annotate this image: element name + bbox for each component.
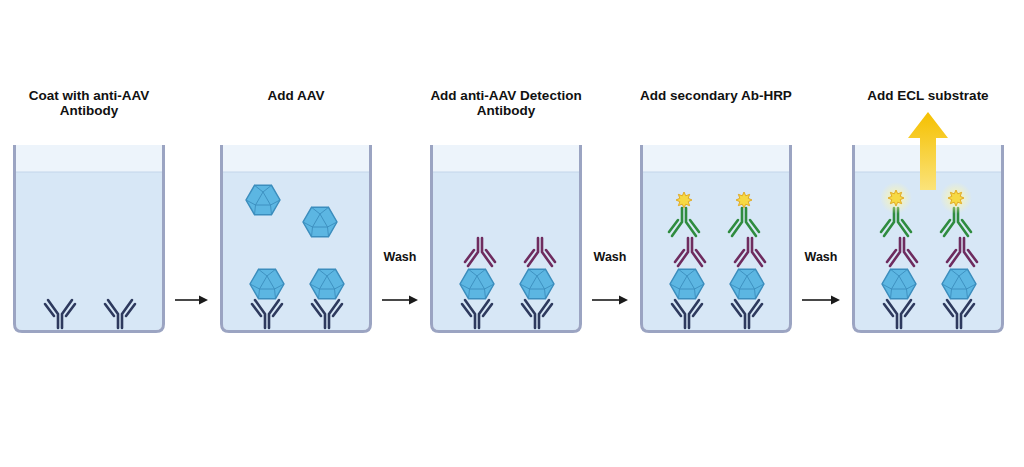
step-arrow: [382, 296, 418, 305]
assay-well: Add ECL substrate: [852, 88, 1004, 335]
arrow-head: [199, 296, 208, 305]
well-headspace: [643, 145, 789, 172]
capture-antibody: [252, 300, 342, 328]
light-glow: [880, 182, 972, 214]
wash-label: Wash: [594, 250, 627, 264]
liquid-surface: [223, 172, 369, 173]
hrp-enzyme: [888, 190, 964, 206]
aav-capsid: [882, 269, 976, 298]
aav-capsid: [670, 269, 764, 298]
step-heading: Add AAV: [208, 88, 384, 103]
capture-antibody: [884, 300, 974, 328]
well-headspace: [433, 145, 579, 172]
assay-well: Add AAV: [220, 88, 372, 335]
liquid-surface: [855, 172, 1001, 173]
well-liquid: [223, 172, 369, 330]
well-outline: [640, 145, 792, 335]
arrow-line: [175, 299, 200, 301]
well-outline: [13, 145, 165, 335]
secondary-antibody: [669, 208, 759, 236]
step-heading: Add ECL substrate: [840, 88, 1016, 103]
hrp-enzyme: [676, 192, 752, 208]
arrow-line: [802, 299, 832, 301]
well-outline: [852, 145, 1004, 335]
well-wall: [222, 145, 371, 332]
assay-well: Add anti-AAV Detection Antibody: [430, 88, 582, 335]
detection-antibody: [675, 238, 765, 266]
detection-antibody: [465, 238, 555, 266]
wash-label: Wash: [805, 250, 838, 264]
liquid-surface: [16, 172, 162, 173]
aav-capsid: [246, 185, 344, 298]
capture-antibody: [672, 300, 762, 328]
well-liquid: [433, 172, 579, 330]
step-arrow: [175, 296, 208, 305]
well-headspace: [16, 145, 162, 172]
well-headspace: [223, 145, 369, 172]
arrow-head: [831, 296, 840, 305]
well-wall: [432, 145, 581, 332]
liquid-surface: [433, 172, 579, 173]
step-arrow: [592, 296, 628, 305]
well-outline: [220, 145, 372, 335]
arrow-head: [619, 296, 628, 305]
step-heading: Coat with anti-AAV Antibody: [1, 88, 177, 118]
detection-antibody: [887, 238, 977, 266]
step-heading: Add secondary Ab-HRP: [628, 88, 804, 103]
step-heading: Add anti-AAV Detection Antibody: [418, 88, 594, 118]
liquid-surface: [643, 172, 789, 173]
aav-capsid: [460, 269, 554, 298]
arrow-line: [382, 299, 410, 301]
light-emission-arrow: [908, 112, 948, 190]
wash-label: Wash: [384, 250, 417, 264]
well-wall: [15, 145, 164, 332]
capture-antibody: [45, 300, 135, 328]
assay-well: Coat with anti-AAV Antibody: [13, 88, 165, 335]
step-arrow: [802, 296, 840, 305]
secondary-antibody: [881, 208, 971, 236]
well-headspace: [855, 145, 1001, 172]
well-wall: [642, 145, 791, 332]
well-liquid: [855, 172, 1001, 330]
well-wall: [854, 145, 1003, 332]
arrow-line: [592, 299, 620, 301]
well-outline: [430, 145, 582, 335]
arrow-head: [409, 296, 418, 305]
capture-antibody: [462, 300, 552, 328]
well-liquid: [643, 172, 789, 330]
assay-well: Add secondary Ab-HRP: [640, 88, 792, 335]
well-liquid: [16, 172, 162, 330]
